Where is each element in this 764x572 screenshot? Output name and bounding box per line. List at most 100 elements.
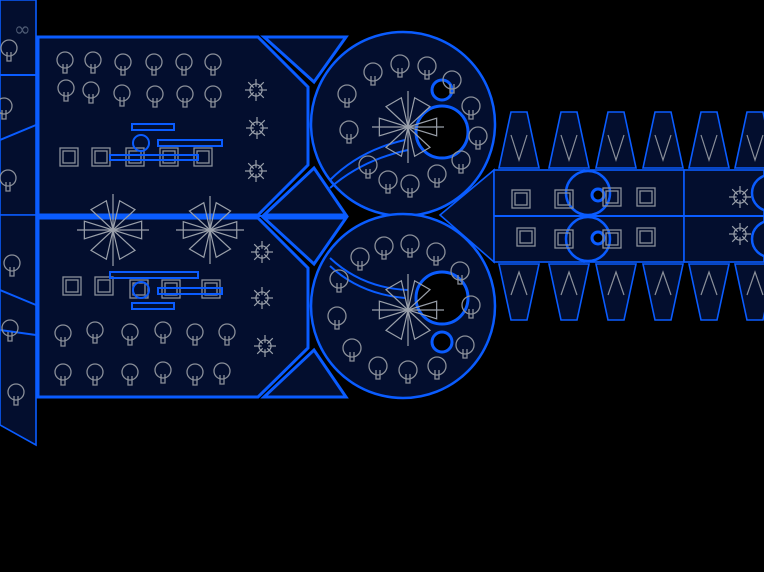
left-edge-module[interactable]: ∞ [0, 0, 37, 447]
fin-marking [654, 134, 672, 296]
crew-seat [461, 96, 481, 120]
crew-seat [400, 234, 420, 258]
crew-seat [7, 383, 25, 406]
spine-fin [548, 263, 590, 321]
crew-seat [363, 62, 383, 86]
station-box [554, 229, 574, 249]
upper-chamber-port[interactable] [430, 78, 454, 102]
crew-seat [451, 150, 471, 174]
crew-fixtures [0, 39, 751, 406]
crew-seat [204, 85, 222, 108]
station-box [636, 227, 656, 247]
gear-fixture [729, 223, 751, 245]
crew-seat [455, 335, 475, 359]
crew-seat [218, 323, 236, 346]
gear-fixture [251, 287, 273, 309]
station-box [554, 189, 574, 209]
crew-seat [56, 51, 74, 74]
lower-chamber-port[interactable] [430, 330, 454, 354]
gear-fixture [245, 79, 267, 101]
upper-console[interactable] [109, 123, 223, 161]
crew-seat [82, 81, 100, 104]
upper-round-chamber[interactable] [309, 30, 497, 218]
gear-fixture [729, 186, 751, 208]
lower-console[interactable] [109, 271, 223, 310]
station-box [62, 276, 82, 296]
crew-seat [154, 361, 172, 384]
crew-seat [175, 53, 193, 76]
crew-seat [57, 79, 75, 102]
lower-chamber-hatch[interactable] [414, 270, 470, 326]
crew-seat [0, 39, 18, 62]
crew-seat [398, 360, 418, 384]
crew-seat [427, 164, 447, 188]
crew-seat [358, 155, 378, 179]
spine-fin [595, 263, 637, 321]
crew-seat [204, 53, 222, 76]
crew-seat [121, 363, 139, 386]
upper-chamber-hatch[interactable] [414, 104, 470, 160]
station-box [511, 189, 531, 209]
crew-seat [339, 120, 359, 144]
fin-marking [700, 134, 718, 296]
right-spine[interactable] [493, 169, 764, 263]
crew-seat [350, 247, 370, 271]
spine-fin [595, 111, 637, 169]
crew-seat [400, 174, 420, 198]
spine-fin [734, 111, 764, 169]
lower-deck[interactable] [36, 216, 349, 399]
station-box [636, 187, 656, 207]
crew-seat [417, 56, 437, 80]
crew-seat [3, 254, 21, 277]
crew-seat [186, 323, 204, 346]
crew-seat [378, 170, 398, 194]
spine-fin [642, 263, 684, 321]
reactor-core [176, 196, 244, 264]
reactor-core [372, 274, 444, 346]
crew-seat [54, 363, 72, 386]
crew-seat [427, 356, 447, 380]
gear-fixture [245, 160, 267, 182]
crew-seat [86, 321, 104, 344]
crew-seat [86, 363, 104, 386]
crew-seat [176, 85, 194, 108]
crew-seat [390, 54, 410, 78]
crew-seat [154, 321, 172, 344]
station-box [602, 229, 622, 249]
fin-marking [560, 134, 578, 296]
gear-fixture [246, 117, 268, 139]
gear-fixture [254, 335, 276, 357]
crew-seat [368, 356, 388, 380]
reactor-core [77, 194, 149, 266]
crew-seat [426, 242, 446, 266]
crew-seat [442, 70, 462, 94]
spine-fin [734, 263, 764, 321]
crew-seat [337, 84, 357, 108]
crew-seat [329, 269, 349, 293]
crew-seat [114, 53, 132, 76]
station-box [516, 227, 536, 247]
crew-seat [450, 261, 470, 285]
crew-seat [84, 51, 102, 74]
crew-seat [0, 169, 17, 192]
spine-fin [688, 111, 730, 169]
crew-seat [374, 236, 394, 260]
crew-seat [146, 85, 164, 108]
reactor-core [372, 91, 444, 163]
station-box [94, 276, 114, 296]
spine-fin [642, 111, 684, 169]
station-box [602, 187, 622, 207]
fin-marking [607, 134, 625, 296]
crew-seat [1, 319, 19, 342]
crew-seat [0, 97, 13, 120]
crew-seat [54, 324, 72, 347]
crew-seat [145, 53, 163, 76]
crew-seat [113, 84, 131, 107]
fin-marking [510, 134, 528, 296]
spine-fin [688, 263, 730, 321]
gear-fixture [251, 241, 273, 263]
spine-fin [498, 263, 540, 321]
crew-seat [213, 362, 231, 385]
hud-glyph: ∞ [14, 17, 31, 41]
